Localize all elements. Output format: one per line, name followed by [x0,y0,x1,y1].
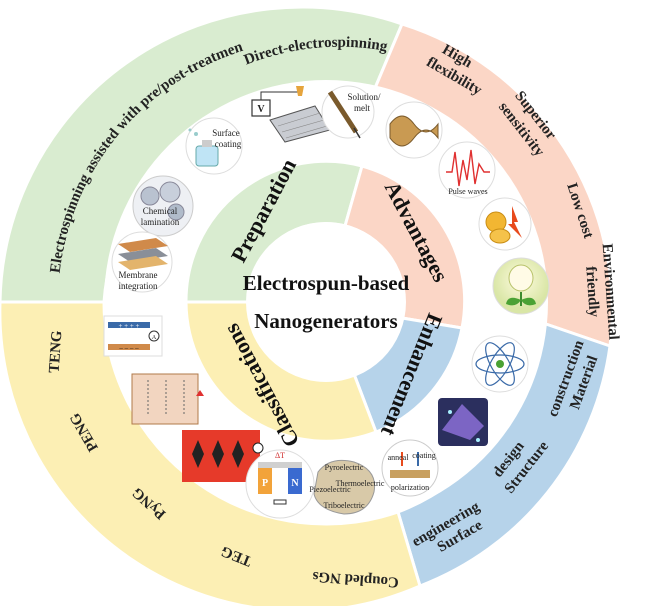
structure-design-icon [438,398,488,446]
membrane-integration-icon: Membrane integration [111,231,173,293]
label-integration: integration [119,281,158,291]
teg-device-icon: P N ΔT [245,449,315,519]
peng-device-icon [131,373,204,425]
pyng-device-icon [182,430,264,482]
surface-treatment-icon: anneal coating polarization [381,439,439,497]
label-thermoelectric: Thermoelectric [336,479,385,488]
eco-bulb-icon [492,257,550,315]
label-friendly: friendly [582,266,602,318]
label-membrane: Membrane [119,270,158,280]
svg-text:+ + + +: + + + + [118,322,139,330]
label-teng: TENG [47,330,66,374]
label-melt: melt [354,103,370,113]
center-circle [246,222,406,382]
svg-text:A: A [152,335,157,341]
label-p: P [262,478,268,489]
electrospinning-setup-icon: V [251,86,331,143]
label-piezoelectric: Piezoelectric [309,485,351,494]
label-environmental: Environmental [599,243,622,340]
label-anneal: anneal [388,453,410,462]
label-solution: Solution/ [347,92,381,102]
chemical-lamination-icon: Chemical lamination [132,175,194,237]
atom-icon [471,335,529,393]
label-polarization: polarization [391,483,429,492]
syringe-icon: Solution/ melt [321,85,381,139]
label-triboelectric: Triboelectric [323,501,364,510]
coins-icon [478,197,532,251]
inner-ring [184,159,467,443]
coupled-ngs-map-icon: Pyroelectric Piezoelectric Thermoelectri… [309,459,385,515]
teng-device-icon: + + + + – – – – A [103,315,163,357]
svg-text:– – – –: – – – – [118,344,139,352]
svg-text:V: V [257,104,265,115]
label-delta-t: ΔT [275,451,285,460]
spray-bottle-icon: Surface coating [185,117,243,175]
center-title-line1: Electrospun-based [243,271,410,295]
label-pulse-waves: Pulse waves [448,187,487,196]
label-chemical: Chemical [143,206,178,216]
label-pyroelectric: Pyroelectric [325,463,364,472]
label-coupled-ngs: Coupled NGs [312,568,399,590]
label-n: N [291,478,299,489]
label-surface-coating-2: coating [215,139,242,149]
label-surface-coating-1: Surface [212,128,239,138]
pulse-wave-icon: Pulse waves [438,141,496,199]
label-coating: coating [412,451,436,460]
center-title-line2: Nanogenerators [254,309,397,333]
flexible-film-icon [385,101,443,159]
label-lamination: lamination [141,217,180,227]
